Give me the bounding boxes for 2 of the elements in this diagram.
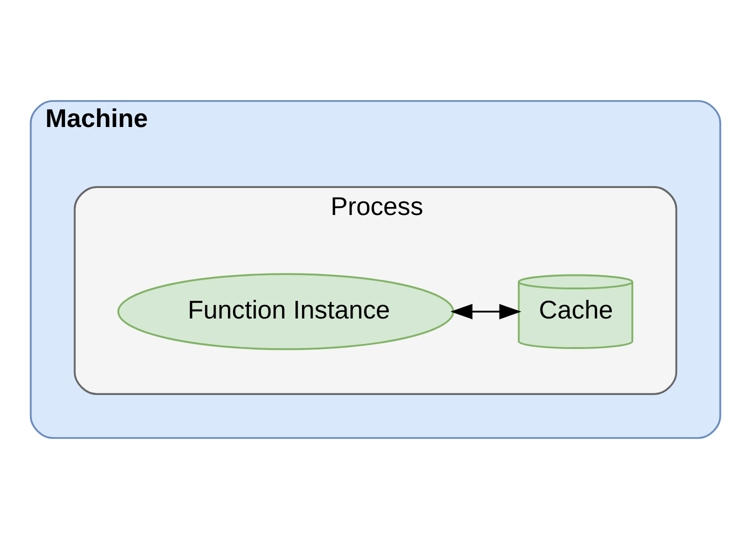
- arrow: [450, 304, 522, 320]
- node-ellipse: Function Instance: [117, 273, 454, 350]
